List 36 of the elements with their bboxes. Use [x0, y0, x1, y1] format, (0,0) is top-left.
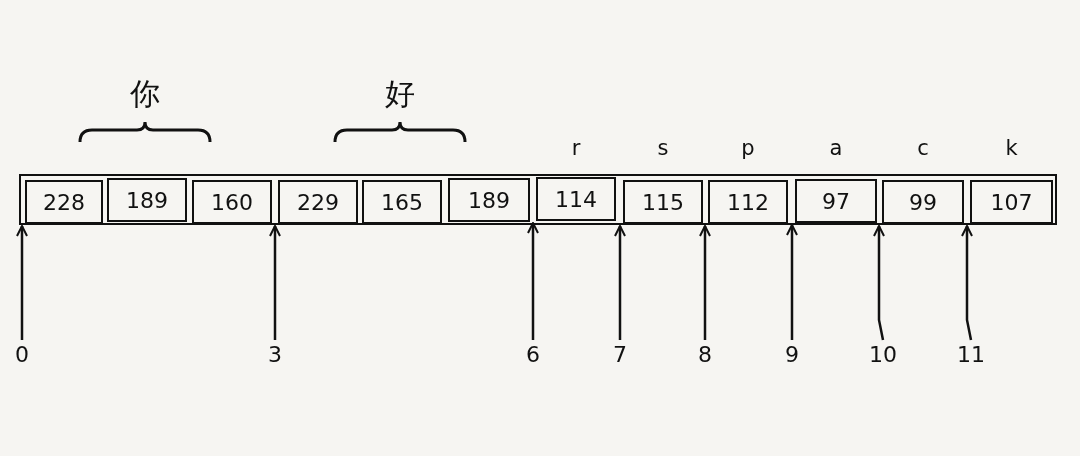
character-label: a — [828, 136, 844, 160]
index-number: 11 — [951, 342, 991, 368]
array-cell: 107 — [970, 180, 1053, 224]
arrow — [269, 225, 281, 340]
index-number: 10 — [863, 342, 903, 368]
arrow — [16, 225, 28, 340]
array-cell: 97 — [795, 179, 877, 223]
character-label: s — [656, 136, 670, 160]
array-cell: 189 — [448, 178, 530, 222]
index-number: 8 — [685, 342, 725, 368]
array-cell: 114 — [536, 177, 616, 221]
character-label: c — [916, 136, 930, 160]
arrow — [699, 225, 711, 340]
index-number: 9 — [772, 342, 812, 368]
character-label: r — [570, 136, 582, 160]
array-cell: 229 — [278, 180, 358, 224]
index-number: 0 — [2, 342, 42, 368]
array-cell: 165 — [362, 180, 442, 224]
arrow — [873, 225, 885, 341]
character-label: p — [740, 136, 756, 160]
character-label: k — [1004, 136, 1019, 160]
arrow — [614, 225, 626, 340]
arrow — [786, 224, 798, 340]
array-cell: 112 — [708, 180, 788, 224]
index-number: 3 — [255, 342, 295, 368]
array-cell: 160 — [192, 180, 272, 224]
index-number: 7 — [600, 342, 640, 368]
array-cell: 189 — [107, 178, 187, 222]
arrow — [961, 225, 973, 341]
array-cell: 228 — [25, 180, 103, 224]
character-label: 你 — [129, 77, 161, 111]
index-number: 6 — [513, 342, 553, 368]
array-cell: 99 — [882, 180, 964, 224]
arrow — [527, 222, 539, 340]
array-cell: 115 — [623, 180, 703, 224]
character-label: 好 — [384, 77, 416, 111]
